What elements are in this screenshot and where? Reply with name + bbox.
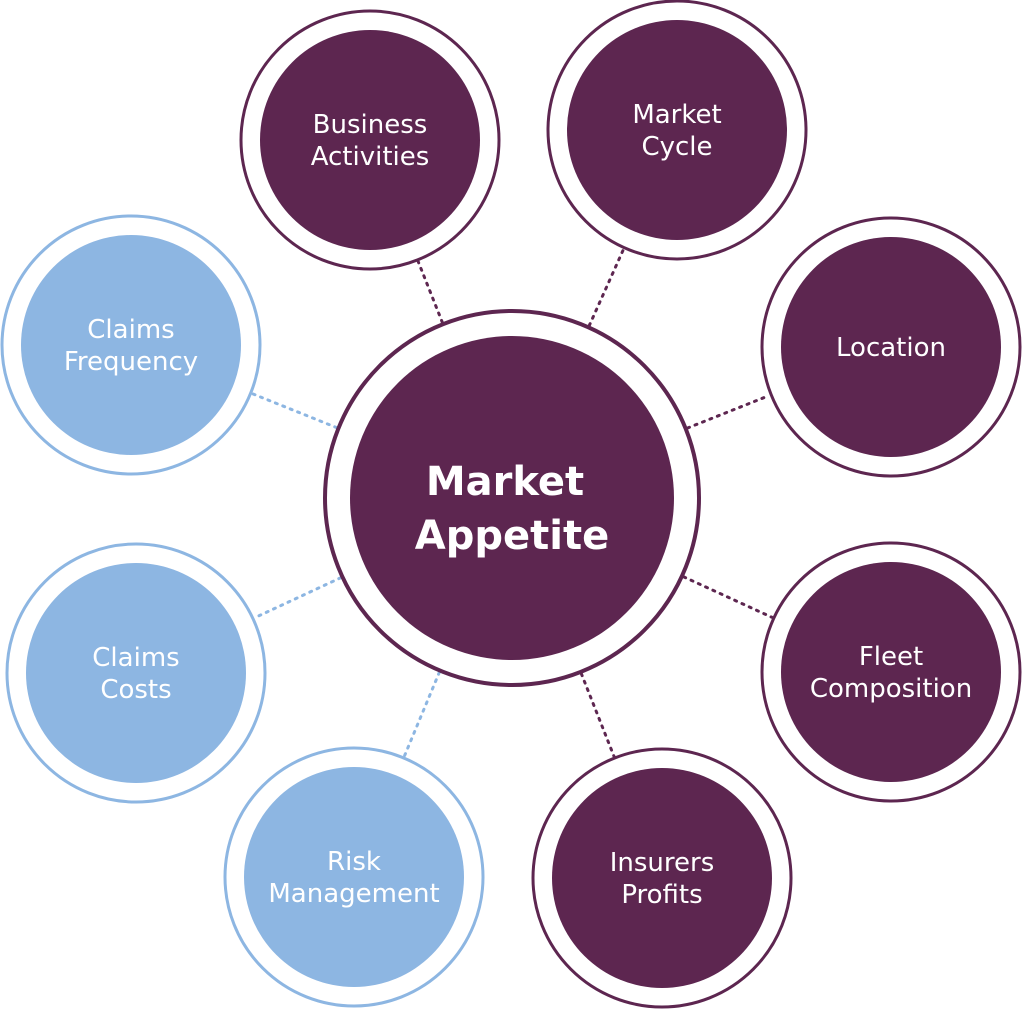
connector-location bbox=[686, 394, 771, 430]
center-label-line-2: Appetite bbox=[415, 513, 609, 559]
center-inner-circle bbox=[350, 336, 674, 660]
node-label-location: Location bbox=[836, 333, 946, 363]
node-label-business-activities-line-2: Activities bbox=[311, 142, 430, 172]
connector-claims-costs bbox=[253, 576, 343, 620]
node-label-insurers-profits-line-2: Profits bbox=[621, 880, 702, 910]
node-label-market-cycle-line-1: Market bbox=[632, 100, 721, 130]
connector-business-activities bbox=[416, 260, 444, 324]
center-label-line-1: Market bbox=[426, 459, 584, 505]
node-label-business-activities-line-1: Business bbox=[313, 110, 428, 140]
node-label-fleet-composition-line-1: Fleet bbox=[859, 642, 923, 672]
connector-market-cycle bbox=[587, 248, 625, 327]
connector-risk-management bbox=[402, 670, 441, 758]
node-label-claims-frequency-line-2: Frequency bbox=[64, 347, 198, 377]
node-label-fleet-composition-line-2: Composition bbox=[810, 674, 972, 704]
node-circle-fleet-composition bbox=[781, 562, 1001, 782]
node-label-risk-management-line-2: Management bbox=[268, 879, 439, 909]
node-circle-business-activities bbox=[260, 30, 480, 250]
node-label-market-cycle-line-2: Cycle bbox=[641, 132, 712, 162]
connector-fleet-composition bbox=[682, 575, 774, 619]
connectors bbox=[251, 248, 774, 758]
node-label-claims-frequency-line-1: Claims bbox=[87, 315, 174, 345]
center-label: Market Appetite bbox=[415, 459, 609, 559]
node-label-risk-management-line-1: Risk bbox=[327, 847, 381, 877]
center-node: Market Appetite bbox=[323, 309, 701, 687]
connector-claims-frequency bbox=[251, 392, 339, 430]
node-circle-market-cycle bbox=[567, 20, 787, 240]
node-circle-risk-management bbox=[244, 767, 464, 987]
node-label-insurers-profits-line-1: Insurers bbox=[610, 848, 715, 878]
connector-insurers-profits bbox=[579, 672, 616, 758]
node-circle-claims-costs bbox=[26, 563, 246, 783]
node-location: Location bbox=[760, 216, 1022, 478]
node-circle-insurers-profits bbox=[552, 768, 772, 988]
node-circle-claims-frequency bbox=[21, 235, 241, 455]
node-label-location-line-1: Location bbox=[836, 333, 946, 363]
node-label-claims-costs-line-2: Costs bbox=[100, 675, 171, 705]
node-label-claims-costs-line-1: Claims bbox=[92, 643, 179, 673]
node-circle-location bbox=[781, 237, 1001, 457]
